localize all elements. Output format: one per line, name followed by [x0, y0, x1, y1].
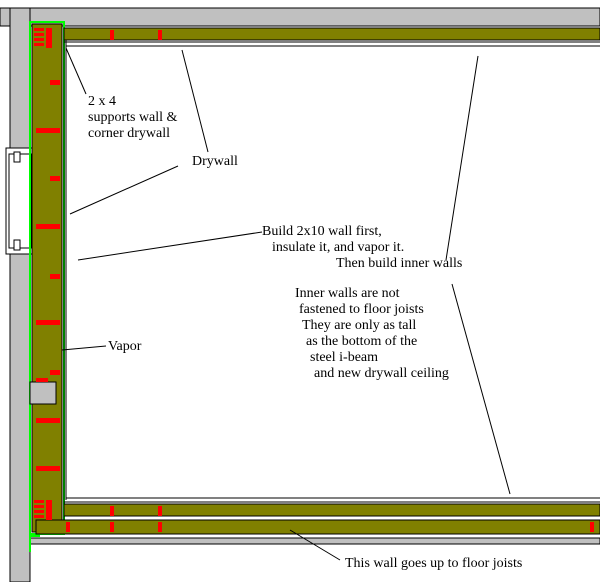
- bottom-2x10-wall: [35, 519, 600, 535]
- label-inner-line-2: fastened to floor joists: [299, 302, 424, 317]
- label-inner-line-3: They are only as tall: [302, 318, 417, 333]
- window-latch-bottom: [13, 239, 21, 251]
- label-2x4-line-2: supports wall &: [88, 110, 178, 125]
- leader-drywall-left: [69, 165, 179, 215]
- label-drywall: Drywall: [192, 154, 238, 169]
- leader-drywall-top: [181, 49, 209, 153]
- label-2x4-line-3: corner drywall: [88, 126, 171, 141]
- leader-vapor: [61, 345, 107, 351]
- leader-inner-bottom: [451, 283, 511, 495]
- top-inner-wall: [63, 27, 600, 41]
- electrical-box: [29, 381, 57, 405]
- label-inner-line-6: and new drywall ceiling: [314, 366, 449, 381]
- label-inner-line-1: Inner walls are not: [295, 286, 400, 301]
- label-2x4-stud: 2 x 4 supports wall & corner drywall: [88, 94, 177, 142]
- label-build-line-3: Then build inner walls: [336, 256, 463, 271]
- bottom-wall-studs: [66, 506, 594, 532]
- label-build-wall: Build 2x10 wall first, insulate it, and …: [262, 224, 462, 272]
- label-inner-walls: Inner walls are not fastened to floor jo…: [295, 286, 449, 382]
- bottom-concrete-strip: [29, 537, 600, 545]
- label-build-line-1: Build 2x10 wall first,: [262, 224, 382, 239]
- leader-lines: [61, 47, 511, 561]
- window-latch-top: [13, 151, 21, 163]
- leader-inner-top: [445, 55, 479, 261]
- top-concrete-wall: [0, 7, 600, 27]
- bottom-inner-wall: [63, 503, 600, 517]
- leader-stud: [65, 47, 87, 95]
- left-wall-studs: [34, 28, 60, 520]
- leader-floor-wall: [289, 529, 341, 561]
- label-inner-line-5: steel i-beam: [310, 350, 379, 365]
- window-sash: [8, 153, 32, 249]
- leader-build: [77, 231, 263, 261]
- label-floor-joist-wall: This wall goes up to floor joists: [345, 556, 523, 571]
- left-concrete-wall: [9, 7, 31, 582]
- label-build-line-2: insulate it, and vapor it.: [272, 240, 405, 255]
- top-wall-studs: [110, 30, 162, 40]
- label-inner-line-4: as the bottom of the: [306, 334, 418, 349]
- label-2x4-line-1: 2 x 4: [88, 94, 116, 109]
- label-vapor: Vapor: [108, 339, 142, 354]
